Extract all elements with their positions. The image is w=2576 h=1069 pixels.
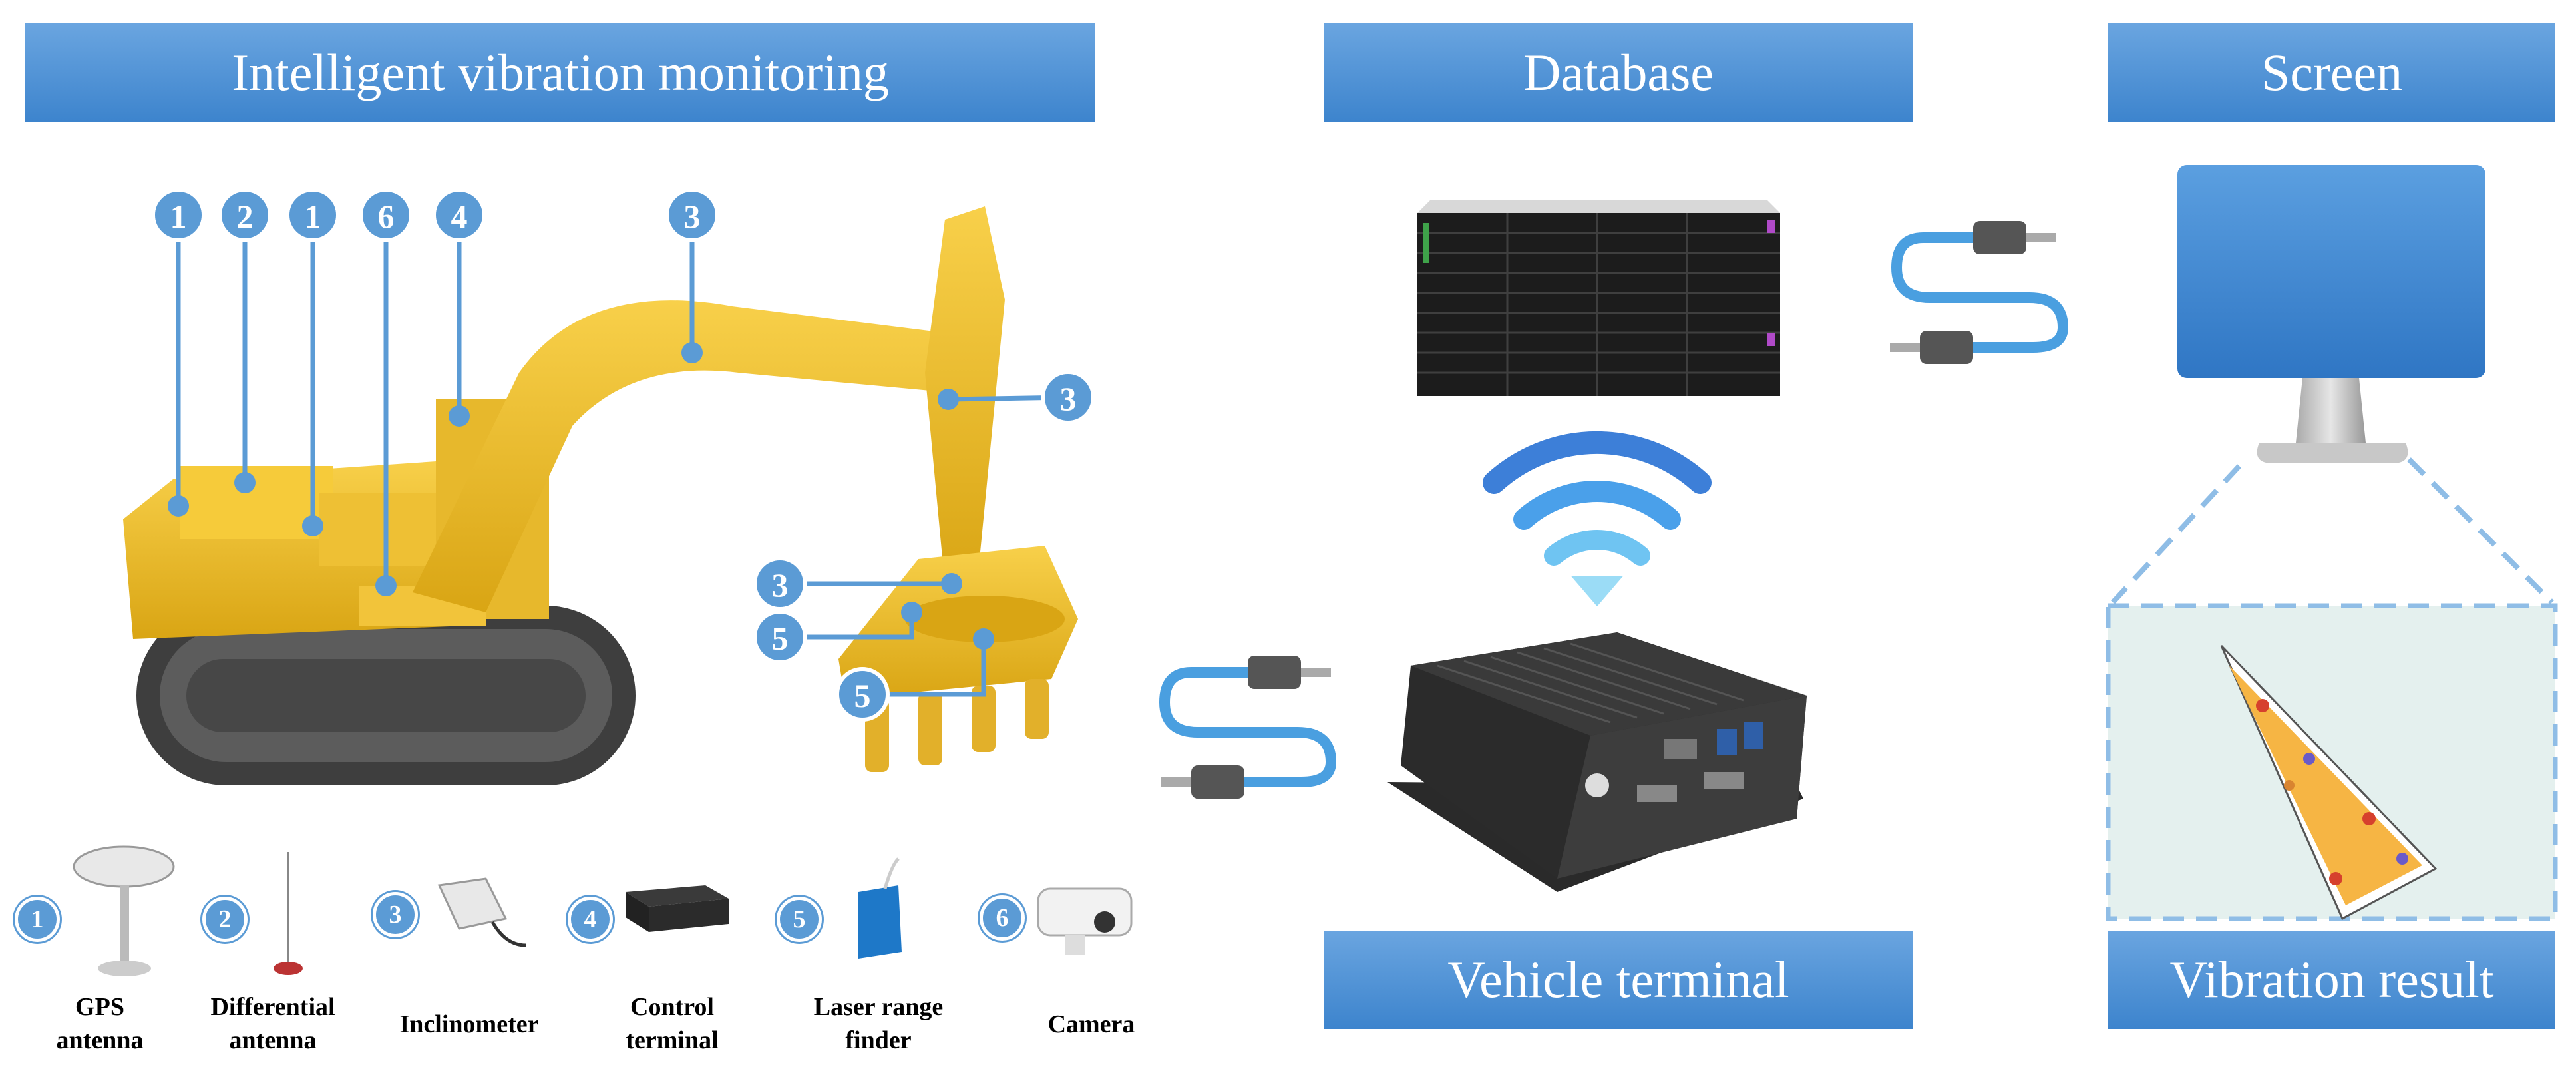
control-terminal-icon: [626, 885, 729, 932]
callout-6-camera: 6: [359, 188, 413, 242]
monitor-icon: [2177, 165, 2485, 463]
callout-number: 5: [854, 677, 871, 714]
callout-number: 3: [1060, 380, 1077, 417]
callout-5-laser-second: 5: [835, 667, 890, 722]
callout-number: 4: [451, 198, 468, 235]
legend-number-2: 2: [202, 897, 248, 942]
callout-2-differential: 2: [218, 188, 272, 242]
header-screen: Screen: [2108, 23, 2555, 122]
camera-icon: [1037, 887, 1133, 955]
callout-3-boom: 3: [665, 188, 719, 242]
legend-number-1: 1: [15, 897, 60, 942]
cable-connector-left: [1159, 656, 1337, 799]
callout-3-bucket: 3: [753, 556, 807, 611]
legend-number-3: 3: [373, 892, 418, 937]
callout-number: 2: [237, 198, 254, 235]
excavator-illustration: [123, 206, 1078, 785]
legend-label-differential-antenna: Differential antenna: [210, 993, 335, 1054]
vibration-result-panel: [2106, 457, 2558, 921]
legend-number-6: 6: [980, 895, 1025, 941]
callout-number: 3: [772, 566, 789, 604]
legend-number-4: 4: [568, 897, 613, 942]
callout-number: 1: [170, 198, 187, 235]
inclinometer-icon: [437, 877, 526, 947]
header-database: Database: [1324, 23, 1913, 122]
legend-label-gps-antenna: GPS antenna: [56, 993, 144, 1054]
callout-4-control: 4: [432, 188, 486, 242]
legend-number-5: 5: [777, 897, 822, 942]
header-vehicle-terminal: Vehicle terminal: [1324, 931, 1913, 1029]
legend-label-control-terminal: Control terminal: [626, 993, 719, 1054]
vehicle-terminal-icon: [1387, 632, 1807, 892]
legend-label-inclinometer: Inclinometer: [399, 1010, 539, 1038]
cable-connector-right: [1890, 221, 2069, 364]
legend-label-camera: Camera: [1047, 1010, 1135, 1038]
callout-leaders: [168, 215, 1069, 697]
callout-number: 1: [305, 198, 321, 235]
differential-antenna-icon: [274, 852, 303, 975]
header-monitoring: Intelligent vibration monitoring: [25, 23, 1095, 122]
database-server-icon: [1417, 200, 1780, 396]
callout-5-laser: 5: [753, 610, 807, 664]
wifi-icon: [1483, 431, 1712, 607]
gps-antenna-icon: [73, 845, 175, 976]
callout-number: 3: [684, 198, 701, 235]
legend-label-laser-range-finder: Laser range finder: [813, 993, 944, 1054]
laser-range-finder-icon: [858, 857, 902, 959]
callout-number: 5: [772, 620, 789, 657]
callout-number: 6: [378, 198, 395, 235]
callout-1-gps-second: 1: [285, 188, 340, 242]
header-vibration-result: Vibration result: [2108, 931, 2555, 1029]
callout-1-gps: 1: [151, 188, 206, 242]
callout-3-stick: 3: [1041, 370, 1095, 425]
